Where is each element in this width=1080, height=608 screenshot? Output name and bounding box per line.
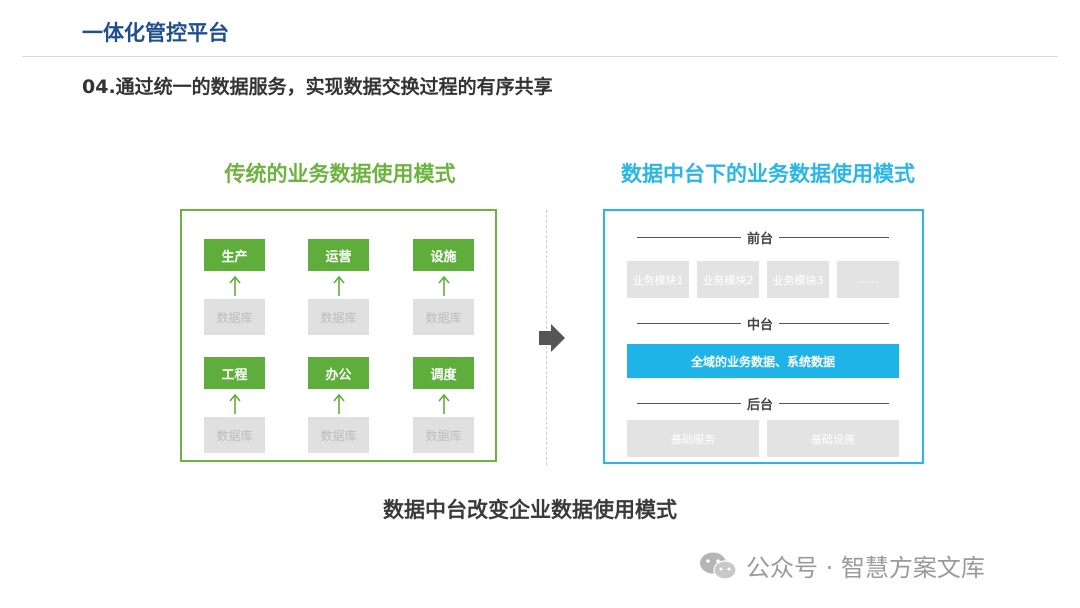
right-panel-title: 数据中台下的业务数据使用模式	[621, 162, 915, 186]
database-box: 数据库	[204, 417, 265, 453]
left-panel-title: 传统的业务数据使用模式	[224, 162, 456, 186]
business-module-box: 业务模块2	[697, 261, 759, 298]
global-data-band: 全域的业务数据、系统数据	[627, 344, 899, 378]
arrow-up-icon	[229, 393, 241, 414]
business-module-box: ……	[837, 261, 899, 298]
base-service-box: 基础服务	[627, 420, 759, 457]
database-box: 数据库	[308, 417, 369, 453]
arrow-up-icon	[333, 393, 345, 414]
app-box-facility: 设施	[413, 239, 474, 271]
app-box-dispatch: 调度	[413, 357, 474, 389]
app-box-engineering: 工程	[204, 357, 265, 389]
right-arrow-icon	[539, 324, 565, 352]
diagram-caption: 数据中台改变企业数据使用模式	[383, 498, 677, 522]
arrow-up-icon	[229, 275, 241, 296]
base-infrastructure-box: 基础设施	[767, 420, 899, 457]
watermark-text: 公众号 · 智慧方案文库	[746, 554, 985, 582]
traditional-mode-panel: 生产 运营 设施 数据库 数据库 数据库 工程 办公 调度 数据库 数据库 数据…	[180, 209, 497, 462]
arrow-up-icon	[333, 275, 345, 296]
app-box-production: 生产	[204, 239, 265, 271]
app-box-operation: 运营	[308, 239, 369, 271]
database-box: 数据库	[204, 299, 265, 335]
database-box: 数据库	[413, 299, 474, 335]
business-module-box: 业务模块3	[767, 261, 829, 298]
page-title: 一体化管控平台	[82, 21, 229, 45]
watermark: 公众号 · 智慧方案文库	[698, 548, 985, 583]
database-box: 数据库	[308, 299, 369, 335]
front-layer-label: 前台	[741, 228, 780, 247]
header-divider	[22, 56, 1058, 57]
middle-layer-label: 中台	[741, 314, 780, 333]
database-box: 数据库	[413, 417, 474, 453]
arrow-up-icon	[438, 275, 450, 296]
back-layer-label: 后台	[741, 394, 780, 413]
slide-subtitle: 04.通过统一的数据服务，实现数据交换过程的有序共享	[82, 76, 553, 98]
business-module-box: 业务模块1	[627, 261, 689, 298]
wechat-icon	[700, 552, 737, 580]
arrow-up-icon	[438, 393, 450, 414]
app-box-office: 办公	[308, 357, 369, 389]
